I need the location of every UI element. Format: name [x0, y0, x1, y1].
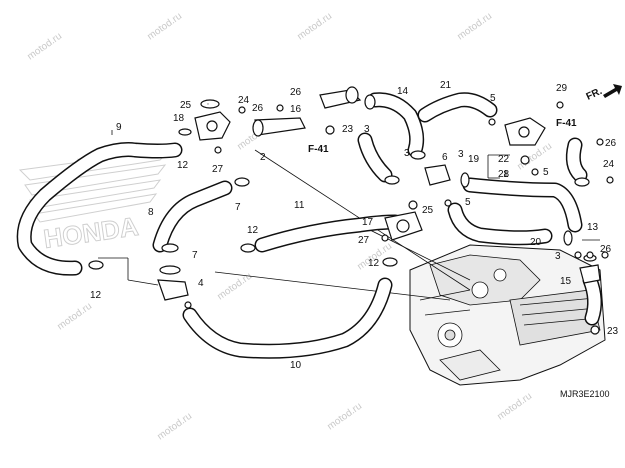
- fittings: [88, 86, 614, 335]
- watermark: motod.ru: [325, 401, 364, 433]
- callout-24: 24: [603, 159, 615, 170]
- callout-27: 27: [212, 164, 224, 175]
- watermark: motod.ru: [55, 301, 94, 333]
- callout-27: 27: [358, 235, 370, 246]
- callout-25: 25: [180, 100, 192, 111]
- callout-3: 3: [458, 149, 464, 160]
- callout-6: 6: [442, 152, 448, 163]
- callout-21: 21: [440, 80, 452, 91]
- callout-labels: 1 2 3 3 3 3 4 5 5 5 6 7 7 8 9 10 11 12 1…: [90, 80, 619, 371]
- callout-5: 5: [543, 167, 549, 178]
- callout-13: 13: [587, 222, 599, 233]
- callout-12: 12: [177, 160, 189, 171]
- callout-23: 23: [342, 124, 354, 135]
- callout-14: 14: [397, 86, 409, 97]
- hoses: [16, 92, 603, 359]
- watermark: motod.ru: [495, 391, 534, 423]
- callout-11: 11: [294, 200, 305, 211]
- watermark: motod.ru: [295, 11, 334, 43]
- front-arrow: FR.: [585, 84, 622, 103]
- callout-26: 26: [605, 138, 617, 149]
- callout-24: 24: [238, 95, 250, 106]
- callout-18: 18: [173, 113, 185, 124]
- callout-3: 3: [364, 124, 370, 135]
- callout-3: 3: [404, 148, 410, 159]
- engine-block: [409, 244, 606, 386]
- callout-19: 19: [468, 154, 480, 165]
- callout-12: 12: [90, 290, 102, 301]
- watermark: motod.ru: [455, 11, 494, 43]
- watermark: motod.ru: [215, 271, 254, 303]
- callout-26: 26: [600, 244, 612, 255]
- callout-2: 2: [260, 152, 266, 163]
- honda-brand-text: HONDA: [42, 211, 141, 254]
- diagram-code: MJR3E2100: [560, 389, 610, 399]
- callout-7: 7: [235, 202, 241, 213]
- callout-3: 3: [555, 251, 561, 262]
- callout-15: 15: [560, 276, 572, 287]
- callout-5: 5: [465, 197, 471, 208]
- ref-f41: F-41: [556, 118, 577, 129]
- watermark: motod.ru: [155, 411, 194, 443]
- callout-7: 7: [192, 250, 198, 261]
- callout-5: 5: [490, 93, 496, 104]
- callout-17: 17: [362, 217, 374, 228]
- callout-12: 12: [368, 258, 380, 269]
- watermark: motod.ru: [145, 11, 184, 43]
- callout-9: 9: [116, 122, 122, 133]
- callout-26: 26: [252, 103, 264, 114]
- callout-4: 4: [198, 278, 204, 289]
- callout-12: 12: [247, 225, 259, 236]
- watermark: motod.ru: [25, 31, 64, 63]
- fr-label: FR.: [585, 86, 604, 103]
- callout-25: 25: [422, 205, 434, 216]
- ref-f41: F-41: [308, 144, 329, 155]
- callout-26: 26: [290, 87, 302, 98]
- callout-10: 10: [290, 360, 302, 371]
- callout-20: 20: [530, 237, 542, 248]
- callout-8: 8: [148, 207, 154, 218]
- callout-29: 29: [556, 83, 568, 94]
- callout-22: 22: [498, 154, 510, 165]
- callout-1: 1: [503, 169, 509, 180]
- callout-23: 23: [607, 326, 619, 337]
- callout-16: 16: [290, 104, 302, 115]
- fr-arrow-icon: [603, 84, 622, 98]
- callout-28: 28: [498, 169, 510, 180]
